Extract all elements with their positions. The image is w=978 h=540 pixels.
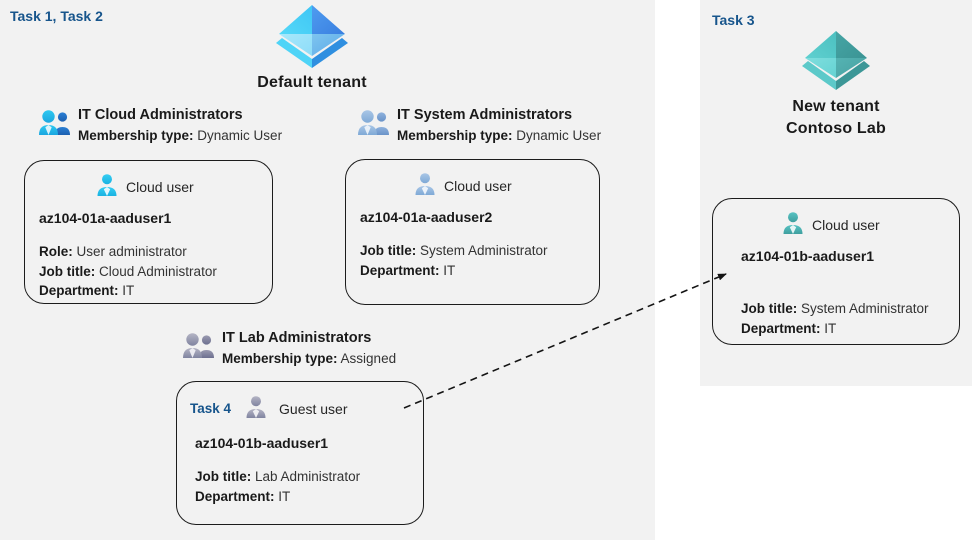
attribute-row: Job title: Lab Administrator [195, 467, 423, 487]
card-user-type-label: Guest user [279, 400, 348, 417]
card-user-type-label: Cloud user [126, 178, 194, 195]
attribute-label: Job title: [360, 243, 417, 258]
card-upn: az104-01a-aaduser2 [360, 209, 493, 225]
card-upn: az104-01a-aaduser1 [39, 210, 172, 226]
new-tenant-name-line1: New tenant [792, 98, 880, 115]
attribute-label: Department: [360, 262, 440, 278]
cloud-user-icon [781, 211, 805, 238]
attribute-value: User administrator [76, 244, 187, 259]
card-attributes: Job title: Lab Administrator Department:… [195, 467, 423, 506]
cloud-user-icon [95, 173, 119, 200]
task-label-1-2: Task 1, Task 2 [10, 8, 103, 24]
membership-label: Membership type: [78, 128, 194, 144]
tenant-pyramid-icon [269, 2, 355, 68]
card-user-type-label: Cloud user [444, 177, 512, 194]
tenant-pyramid-icon [796, 28, 876, 90]
attribute-row: Job title: System Administrator [360, 241, 599, 261]
group-users-icon [357, 110, 391, 141]
attribute-value: IT [824, 320, 837, 336]
attribute-value: System Administrator [420, 243, 548, 258]
card-upn: az104-01b-aaduser1 [741, 248, 875, 264]
attribute-row: Department: IT [741, 319, 959, 339]
card-user-type: Cloud user [95, 173, 272, 200]
group-membership-type: Membership type: Dynamic User [397, 126, 601, 146]
group-title: IT Lab Administrators [222, 330, 372, 346]
user-card-az104-01a-aaduser2[interactable]: Cloud user az104-01a-aaduser2 Job title:… [345, 159, 600, 305]
attribute-value: IT [443, 262, 456, 278]
group-heading-it-system-administrators: IT System Administrators Membership type… [357, 105, 601, 146]
user-card-az104-01a-aaduser1[interactable]: Cloud user az104-01a-aaduser1 Role: User… [24, 160, 273, 304]
card-user-type: Task 4 Guest user [190, 395, 423, 422]
card-user-type-label: Cloud user [812, 216, 880, 233]
attribute-value: Lab Administrator [255, 469, 361, 484]
membership-value: Dynamic User [197, 128, 283, 144]
attribute-value: IT [122, 283, 135, 299]
membership-label: Membership type: [397, 128, 513, 144]
membership-value: Dynamic User [516, 128, 602, 144]
task-label-3: Task 3 [712, 12, 755, 28]
attribute-value: System Administrator [801, 301, 929, 316]
default-tenant-block: Default tenant [222, 2, 402, 94]
group-heading-it-cloud-administrators: IT Cloud Administrators Membership type:… [38, 105, 282, 146]
group-users-icon [38, 110, 72, 141]
group-users-icon [182, 333, 216, 364]
attribute-label: Department: [39, 283, 119, 299]
card-attributes: Job title: System Administrator Departme… [741, 299, 959, 338]
new-tenant-block: New tenant Contoso Lab [746, 28, 926, 139]
attribute-label: Job title: [741, 301, 798, 316]
group-membership-type: Membership type: Assigned [222, 349, 396, 369]
attribute-label: Role: [39, 244, 73, 259]
attribute-label: Department: [741, 320, 821, 336]
attribute-value: Cloud Administrator [99, 263, 217, 279]
attribute-row: Job title: System Administrator [741, 299, 959, 319]
card-attributes: Role: User administrator Job title: Clou… [39, 242, 272, 301]
guest-user-icon [244, 395, 268, 422]
card-attributes: Job title: System Administrator Departme… [360, 241, 599, 280]
group-heading-it-lab-administrators: IT Lab Administrators Membership type: A… [182, 328, 396, 369]
attribute-row: Department: IT [39, 281, 272, 301]
attribute-row: Role: User administrator [39, 242, 272, 262]
cloud-user-icon [413, 172, 437, 199]
attribute-row: Job title: Cloud Administrator [39, 262, 272, 282]
membership-value: Assigned [340, 351, 397, 367]
attribute-label: Job title: [195, 469, 252, 484]
group-membership-type: Membership type: Dynamic User [78, 126, 282, 146]
group-title: IT System Administrators [397, 107, 573, 123]
user-card-az104-01b-aaduser1-guest[interactable]: Task 4 Guest user az104-01b-aaduser1 Job… [176, 381, 424, 525]
card-user-type: Cloud user [781, 211, 959, 238]
task-label-4: Task 4 [190, 401, 232, 416]
card-user-type: Cloud user [413, 172, 599, 199]
card-upn: az104-01b-aaduser1 [195, 435, 329, 451]
user-card-az104-01b-aaduser1-cloud[interactable]: Cloud user az104-01b-aaduser1 Job title:… [712, 198, 960, 345]
new-tenant-name-line2: Contoso Lab [786, 119, 886, 137]
attribute-row: Department: IT [360, 261, 599, 281]
membership-label: Membership type: [222, 351, 338, 367]
default-tenant-name: Default tenant [257, 74, 367, 91]
attribute-row: Department: IT [195, 487, 423, 507]
group-title: IT Cloud Administrators [78, 107, 243, 123]
attribute-label: Job title: [39, 263, 96, 279]
attribute-label: Department: [195, 488, 275, 504]
attribute-value: IT [278, 488, 291, 504]
